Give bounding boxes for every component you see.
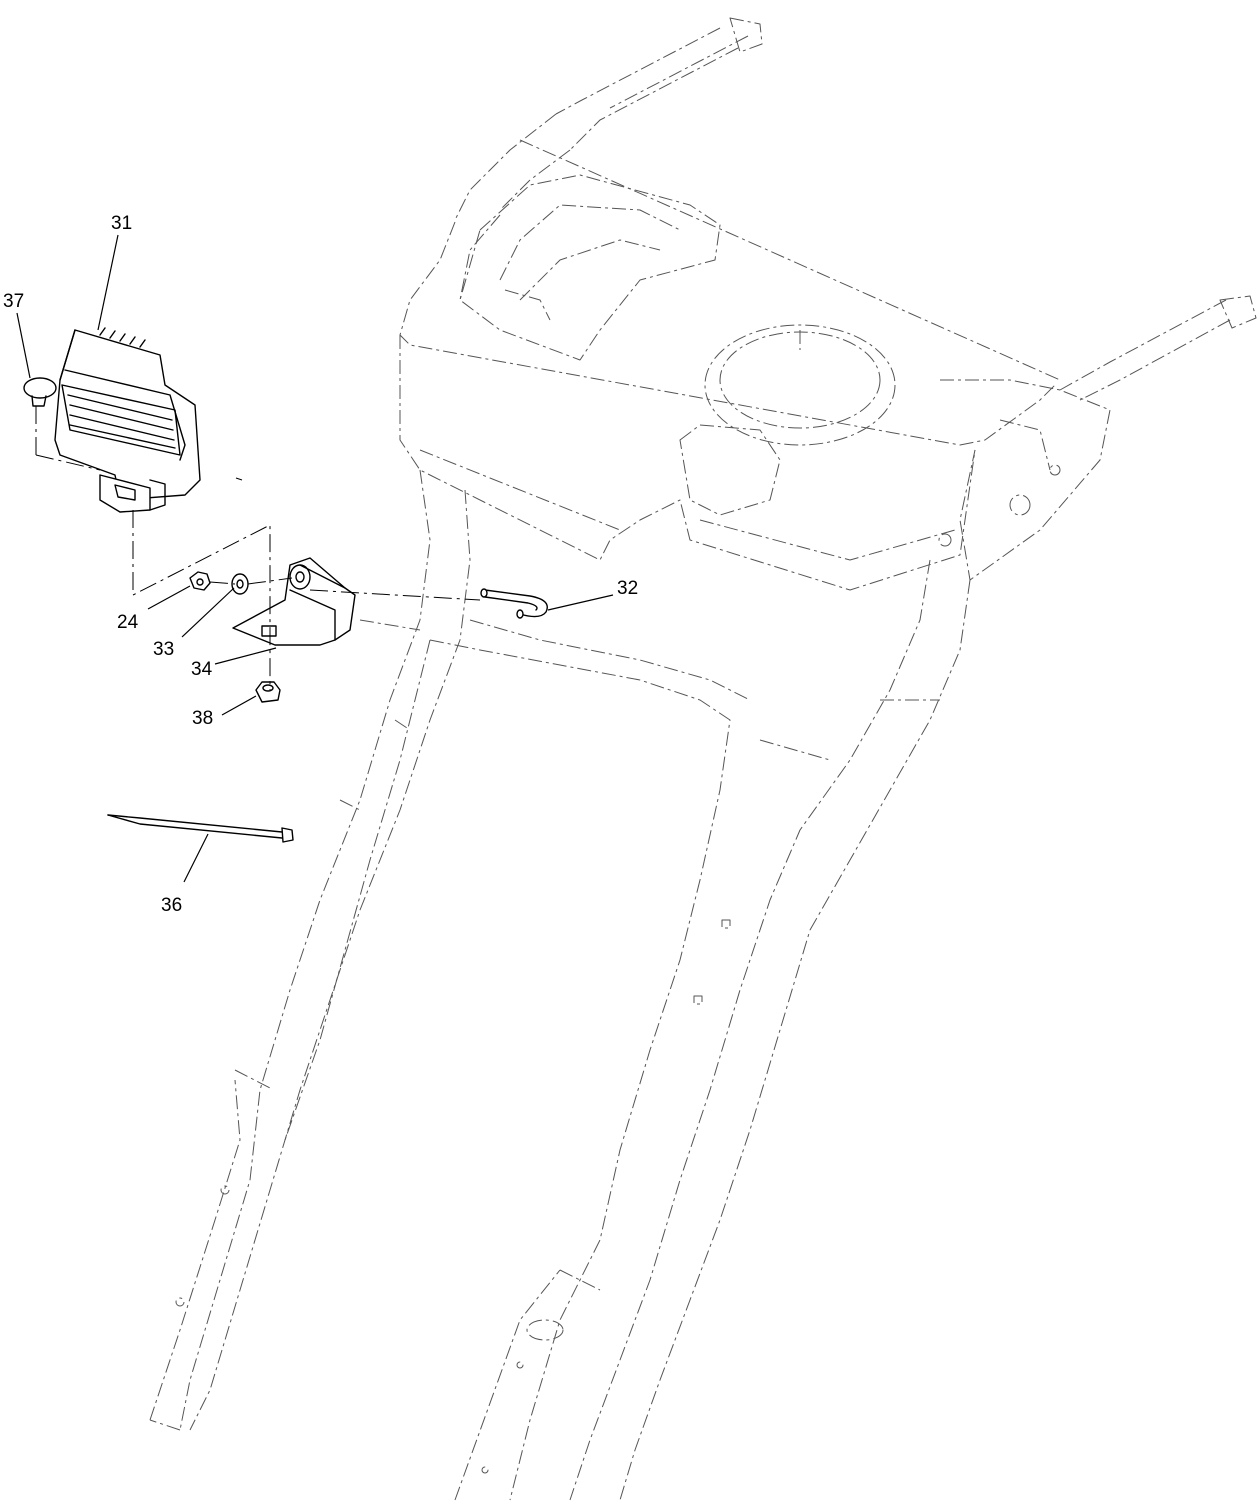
callout-38: 38	[192, 708, 213, 729]
callout-33: 33	[153, 639, 174, 660]
pin-part-32	[480, 588, 548, 619]
assembly-lines	[35, 406, 481, 690]
callout-31: 31	[111, 213, 132, 234]
headlight-part-31	[54, 327, 201, 513]
callout-36: 36	[161, 895, 182, 916]
callout-32: 32	[617, 578, 638, 599]
callout-24: 24	[117, 612, 139, 633]
leader-lines	[16, 234, 614, 883]
cable-tie-part-36	[107, 814, 294, 843]
callout-37: 37	[3, 291, 24, 312]
callout-34: 34	[191, 659, 213, 680]
plug-part-37	[23, 377, 57, 407]
handle-frame-phantom	[149, 17, 1257, 1501]
nut-part-38	[255, 681, 281, 703]
nut-part-24	[189, 571, 211, 591]
bracket-part-34	[232, 557, 356, 646]
callout-labels: 31 37 24 33 34 38 32 36	[3, 213, 638, 916]
